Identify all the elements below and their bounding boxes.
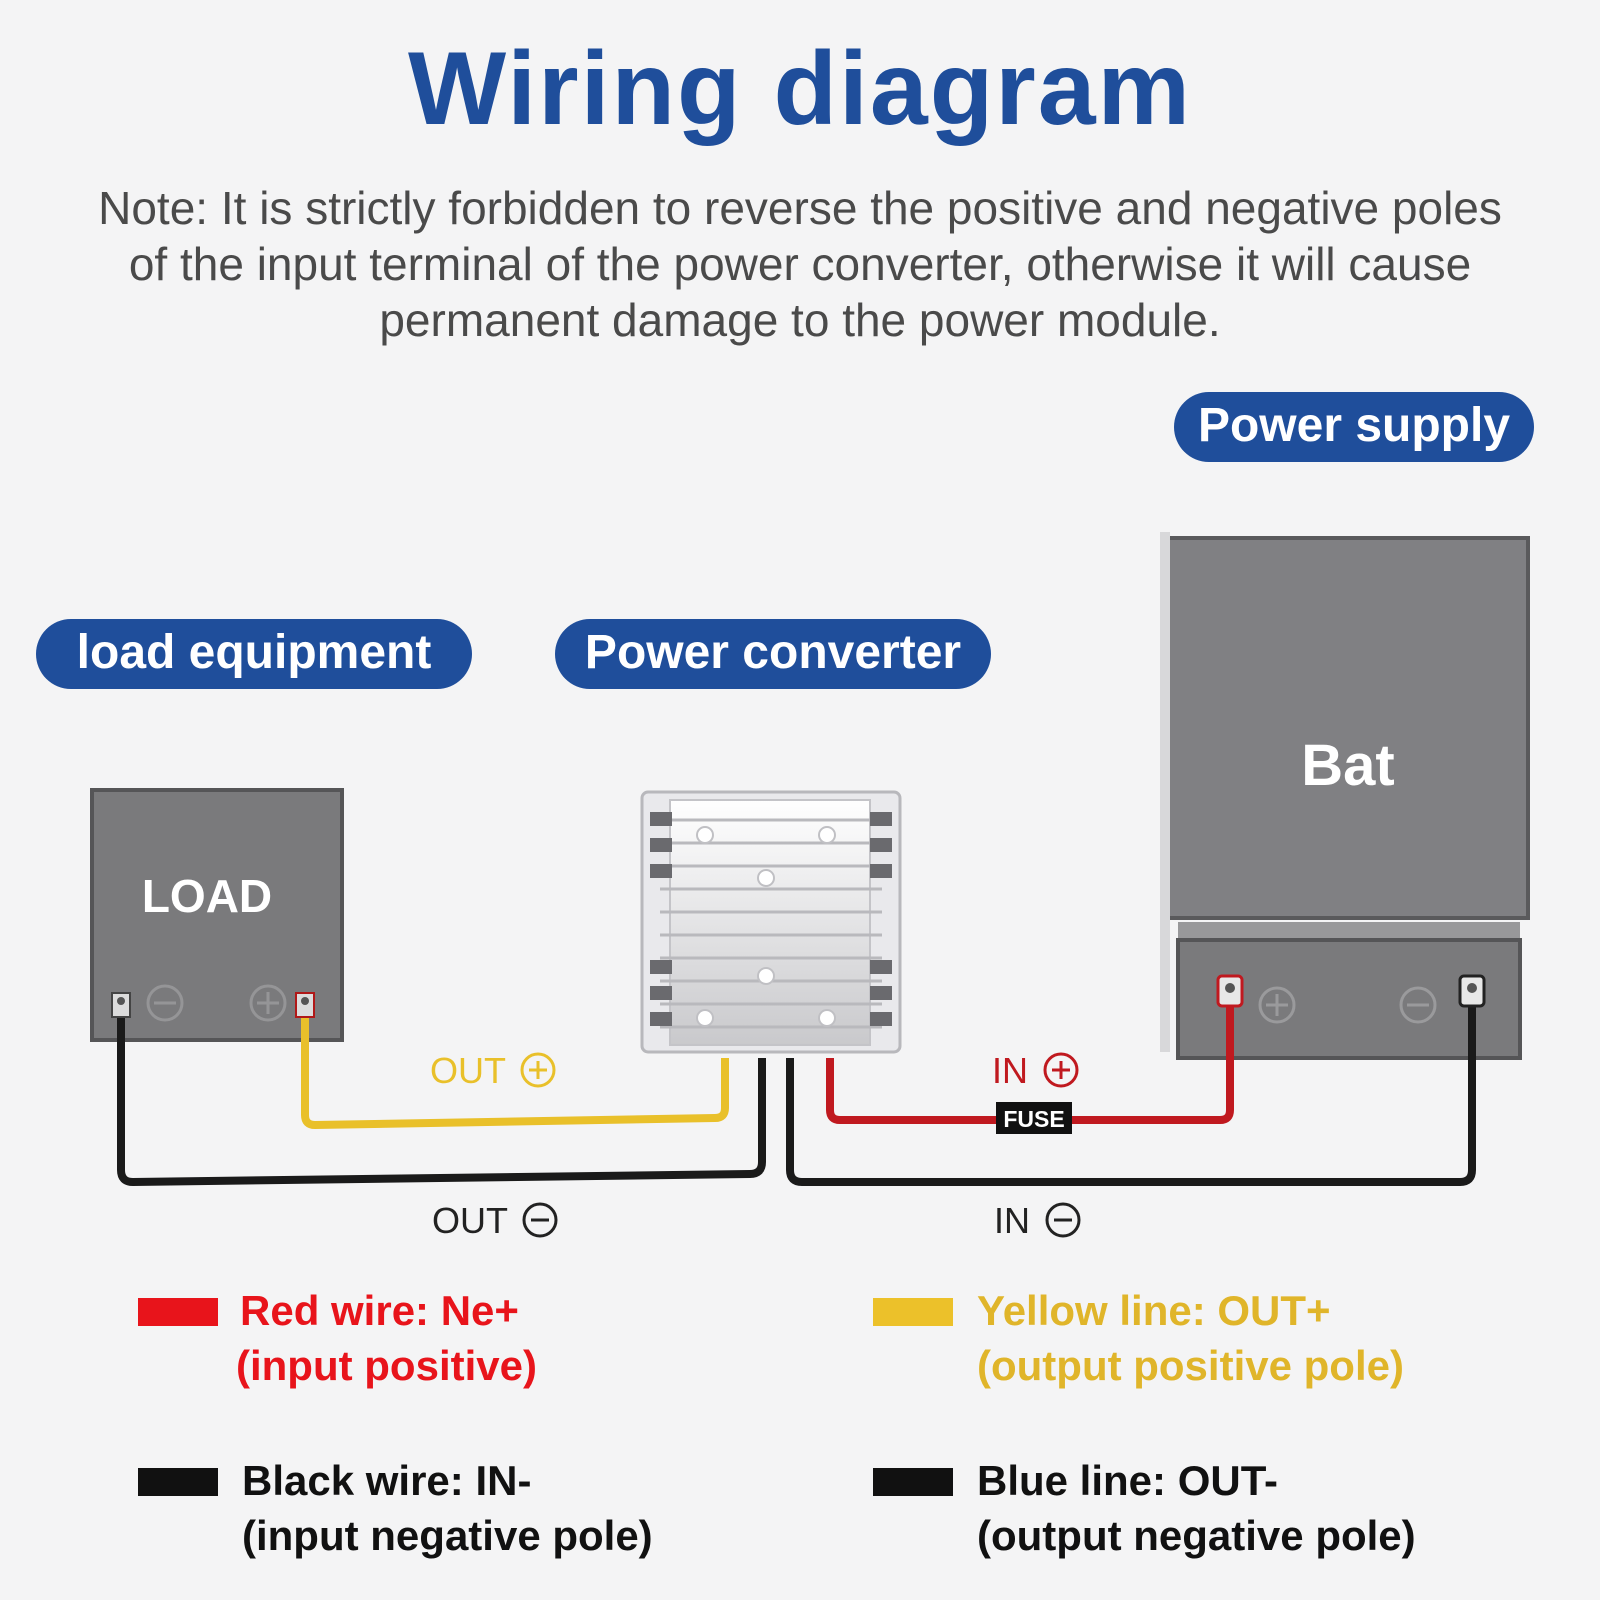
- red-legend: Red wire: Ne+ (input positive): [236, 1283, 537, 1393]
- out-negative-label: OUT: [432, 1200, 558, 1241]
- black-legend-line2: (input negative pole): [242, 1512, 653, 1559]
- minus-icon: [1045, 1202, 1081, 1238]
- yellow-legend: Yellow line: OUT+ (output positive pole): [977, 1283, 1404, 1393]
- blue-legend-line2: (output negative pole): [977, 1512, 1416, 1559]
- battery-label: Bat: [1301, 733, 1394, 798]
- power-supply-label: Power supply: [1174, 392, 1534, 462]
- in-negative-label: IN: [994, 1200, 1081, 1241]
- svg-text:IN: IN: [992, 1050, 1028, 1091]
- power-converter-device: [640, 790, 902, 1054]
- load-minus-symbol: [146, 984, 184, 1022]
- load-negative-terminal: [111, 992, 131, 1018]
- yellow-legend-line1: Yellow line: OUT+: [977, 1287, 1331, 1334]
- red-legend-swatch: [138, 1298, 218, 1326]
- out-positive-label: OUT: [430, 1050, 556, 1091]
- yellow-legend-line2: (output positive pole): [977, 1342, 1404, 1389]
- power-converter-label: Power converter: [555, 619, 991, 689]
- svg-text:IN: IN: [994, 1200, 1030, 1241]
- battery-negative-terminal: [1458, 974, 1486, 1008]
- load-equipment-label: load equipment: [36, 619, 472, 689]
- minus-icon: [522, 1202, 558, 1238]
- in-positive-label: IN: [992, 1050, 1079, 1091]
- red-legend-line1: Red wire: Ne+: [240, 1287, 519, 1334]
- yellow-legend-swatch: [873, 1298, 953, 1326]
- blue-legend: Blue line: OUT- (output negative pole): [977, 1453, 1416, 1563]
- yellow-wire-out-positive: [301, 1008, 729, 1130]
- plus-icon: [1043, 1052, 1079, 1088]
- battery-minus-symbol: [1399, 986, 1437, 1024]
- load-label: LOAD: [142, 870, 272, 922]
- blue-legend-line1: Blue line: OUT-: [977, 1457, 1279, 1504]
- red-legend-line2: (input positive): [236, 1342, 537, 1389]
- svg-text:OUT: OUT: [432, 1200, 508, 1241]
- battery-positive-terminal: [1216, 974, 1244, 1008]
- svg-text:OUT: OUT: [430, 1050, 506, 1091]
- fuse: FUSE: [996, 1102, 1072, 1134]
- load-plus-symbol: [249, 984, 287, 1022]
- fuse-label: FUSE: [1003, 1106, 1064, 1132]
- load-positive-terminal: [295, 992, 315, 1018]
- black-legend-swatch: [138, 1468, 218, 1496]
- blue-legend-swatch: [873, 1468, 953, 1496]
- diagram-title: Wiring diagram: [407, 31, 1193, 147]
- warning-note: Note: It is strictly forbidden to revers…: [98, 182, 1502, 346]
- black-wire-in-negative: [786, 995, 1476, 1186]
- black-legend-line1: Black wire: IN-: [242, 1457, 532, 1504]
- black-wire-out-negative: [117, 1008, 766, 1187]
- plus-icon: [520, 1052, 556, 1088]
- battery-plus-symbol: [1258, 986, 1296, 1024]
- black-legend: Black wire: IN- (input negative pole): [242, 1453, 653, 1563]
